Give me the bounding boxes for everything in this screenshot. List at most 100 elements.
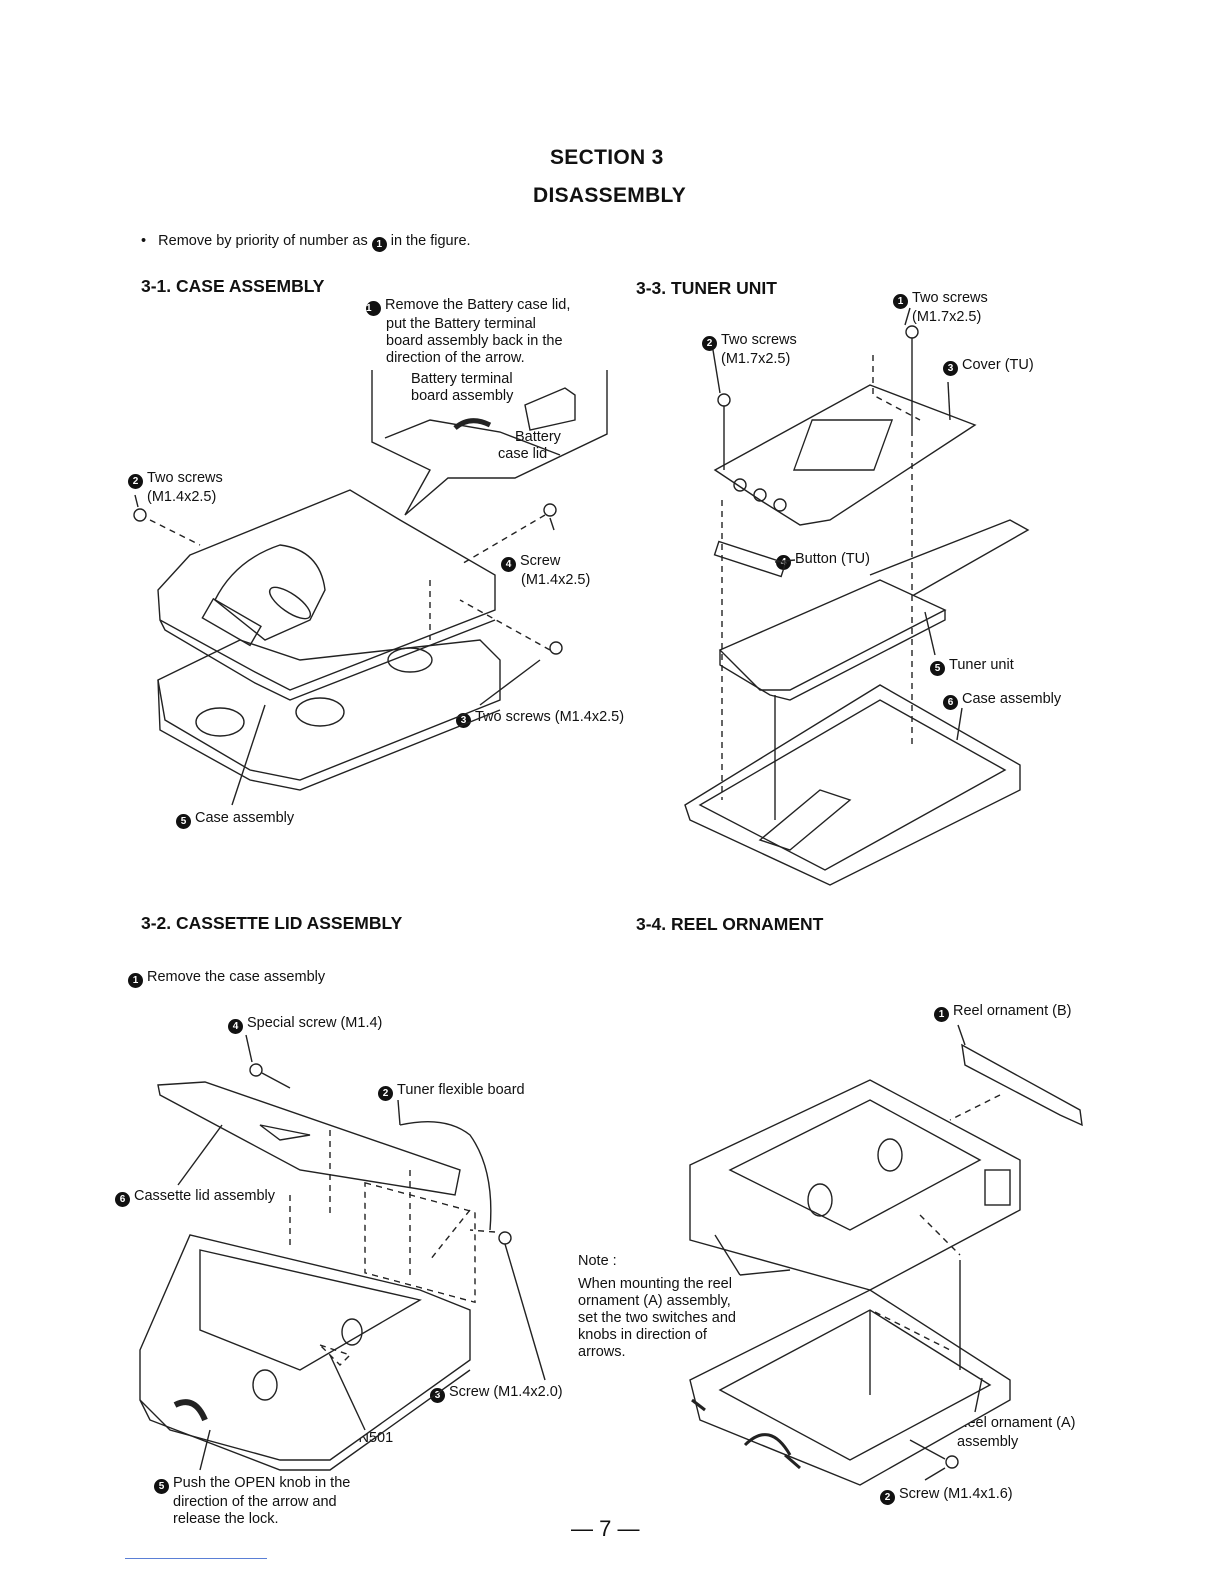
callout-31-5: 5 Case assembly bbox=[176, 810, 294, 829]
note-line1: When mounting the reel bbox=[578, 1276, 732, 1292]
callout-33-4-line1: Button (TU) bbox=[795, 551, 870, 567]
callout-33-2-line2: (M1.7x2.5) bbox=[721, 351, 791, 367]
callout-32-5-line1: Push the OPEN knob in the bbox=[173, 1475, 351, 1491]
note-line5: arrows. bbox=[578, 1344, 626, 1360]
inset-label-2: board assembly bbox=[411, 388, 514, 404]
page-number: — 7 — bbox=[571, 1516, 640, 1541]
step-1-marker: 1 bbox=[366, 301, 381, 316]
inset-label-3: Battery bbox=[515, 429, 561, 445]
tab bbox=[201, 597, 262, 647]
step-1-marker: 1 bbox=[128, 973, 143, 988]
callout-31-2-line2: (M1.4x2.5) bbox=[147, 489, 217, 505]
step-5-marker: 5 bbox=[176, 814, 191, 829]
step-2-marker: 2 bbox=[128, 474, 143, 489]
callout-33-3-line1: Cover (TU) bbox=[962, 357, 1034, 373]
callout-34-3-line1: Reel ornament (A) bbox=[957, 1415, 1076, 1431]
callout-31-1-line3: board assembly back in the bbox=[386, 333, 563, 349]
callout-34-2-line1: Screw (M1.4x1.6) bbox=[899, 1486, 1013, 1502]
inset-battery-lid: Battery case lid bbox=[498, 429, 561, 463]
screw-top-right bbox=[543, 503, 557, 517]
callout-32-5-line3: release the lock. bbox=[173, 1511, 279, 1527]
intro-text: Remove by priority of number as bbox=[158, 233, 368, 249]
callout-33-5-line1: Tuner unit bbox=[949, 657, 1014, 673]
callout-33-1-line2: (M1.7x2.5) bbox=[912, 309, 982, 325]
callout-31-1-line1: Remove the Battery case lid, bbox=[385, 297, 571, 313]
reel-ornament-b bbox=[961, 1043, 1083, 1127]
bullet: • bbox=[141, 233, 147, 249]
step-4-marker: 4 bbox=[501, 557, 516, 572]
heading-cassette-lid: 3-2. CASSETTE LID ASSEMBLY bbox=[141, 913, 403, 933]
cassette-body bbox=[139, 1234, 471, 1461]
step-3-marker: 3 bbox=[430, 1388, 445, 1403]
callout-34-3-line2: assembly bbox=[957, 1434, 1019, 1450]
callout-33-2-line1: Two screws bbox=[721, 332, 797, 348]
case-tray bbox=[684, 684, 1021, 886]
note-line2: ornament (A) assembly, bbox=[578, 1293, 731, 1309]
step-2-marker: 2 bbox=[702, 336, 717, 351]
callout-32-2: 2 Tuner flexible board bbox=[378, 1082, 525, 1101]
inset-battery-board: Battery terminal board assembly bbox=[411, 371, 513, 405]
inset-frame bbox=[371, 370, 608, 516]
tuner-flex bbox=[399, 1120, 492, 1231]
window-slot bbox=[268, 586, 312, 620]
heading-reel-ornament: 3-4. REEL ORNAMENT bbox=[636, 914, 824, 934]
inset-label-1: Battery terminal bbox=[411, 371, 513, 387]
step-6-marker: 6 bbox=[943, 695, 958, 710]
callout-31-5-line1: Case assembly bbox=[195, 810, 295, 826]
callout-32-3: 3 Screw (M1.4x2.0) bbox=[430, 1384, 563, 1403]
callout-33-1-line1: Two screws bbox=[912, 290, 988, 306]
heading-case-assembly: 3-1. CASE ASSEMBLY bbox=[141, 276, 325, 296]
case-ramp bbox=[758, 789, 852, 851]
callout-33-5: 5 Tuner unit bbox=[930, 657, 1014, 676]
callout-31-1-line4: direction of the arrow. bbox=[386, 350, 525, 366]
flex-cable bbox=[869, 519, 1030, 601]
callout-32-1-line1: Remove the case assembly bbox=[147, 969, 326, 985]
callout-33-6: 6 Case assembly bbox=[943, 691, 1061, 710]
callout-32-5-line2: direction of the arrow and bbox=[173, 1494, 337, 1510]
step-6-marker: 6 bbox=[115, 1192, 130, 1207]
callout-31-2-line1: Two screws bbox=[147, 470, 223, 486]
tuner-board bbox=[718, 579, 947, 691]
step-2-marker: 2 bbox=[378, 1086, 393, 1101]
callout-32-2-line1: Tuner flexible board bbox=[397, 1082, 525, 1098]
inset-board bbox=[524, 387, 576, 431]
step-5-marker: 5 bbox=[930, 661, 945, 676]
cover-window bbox=[792, 419, 894, 471]
step-5-marker: 5 bbox=[154, 1479, 169, 1494]
reel-hub bbox=[252, 1369, 278, 1401]
intro-marker: 1 bbox=[371, 237, 387, 252]
reel-left bbox=[195, 707, 245, 737]
section-number: SECTION 3 bbox=[550, 146, 664, 169]
special-screw bbox=[249, 1063, 263, 1077]
callout-31-3-line1: Two screws (M1.4x2.5) bbox=[475, 709, 625, 725]
callout-32-4-line1: Special screw (M1.4) bbox=[247, 1015, 383, 1031]
intro-text-end: in the figure. bbox=[390, 233, 471, 249]
heading-tuner-unit: 3-3. TUNER UNIT bbox=[636, 278, 777, 298]
button-tu bbox=[713, 540, 787, 578]
note-label: Note : bbox=[578, 1253, 617, 1269]
cassette-lid bbox=[157, 1081, 461, 1196]
callout-32-3-line1: Screw (M1.4x2.0) bbox=[449, 1384, 563, 1400]
callout-33-6-line1: Case assembly bbox=[962, 691, 1062, 707]
note-block: Note : When mounting the reel ornament (… bbox=[578, 1253, 740, 1361]
cover-tu bbox=[713, 384, 977, 526]
callout-31-4-line1: Screw bbox=[520, 553, 561, 569]
lower-body bbox=[157, 639, 501, 781]
inset-lid bbox=[384, 419, 561, 456]
note-line4: knobs in direction of bbox=[578, 1327, 707, 1343]
step-3-marker: 3 bbox=[943, 361, 958, 376]
callout-34-1-line1: Reel ornament (B) bbox=[953, 1003, 1072, 1019]
open-knob bbox=[173, 1399, 208, 1422]
